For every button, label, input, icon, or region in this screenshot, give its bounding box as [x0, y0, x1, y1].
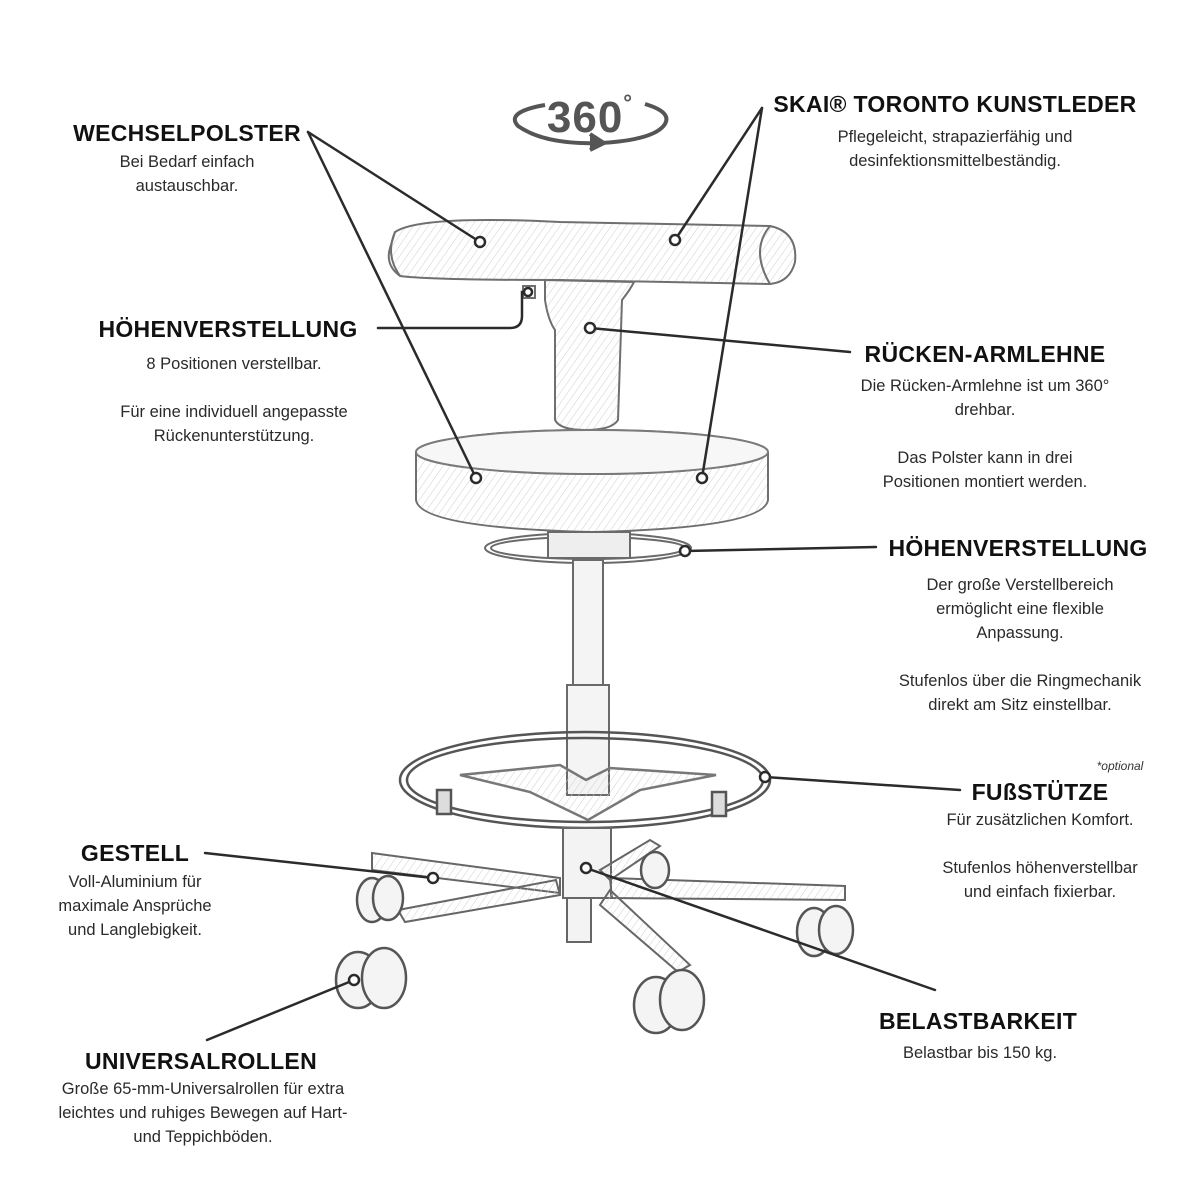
- label-ruecken-armlehne-desc: Die Rücken-Armlehne ist um 360° drehbar.…: [860, 377, 1110, 491]
- chair-base: [371, 827, 846, 974]
- backrest: [387, 218, 797, 286]
- label-skai-title: SKAI® TORONTO KUNSTLEDER: [773, 91, 1137, 117]
- label-skai-desc: Pflegeleicht, strapazierfähig und desinf…: [837, 128, 1073, 170]
- label-universalrollen-desc: Große 65-mm-Universalrollen für extra le…: [58, 1080, 348, 1146]
- label-fussstuetze-desc: Für zusätzlichen Komfort. Stufenlos höhe…: [942, 811, 1138, 901]
- label-belastbarkeit-desc: Belastbar bis 150 kg.: [902, 1044, 1058, 1062]
- rotation-arrow-icon: [512, 102, 669, 152]
- label-universalrollen-title: UNIVERSALROLLEN: [85, 1048, 317, 1074]
- seat: [415, 429, 769, 534]
- callout-dots: [347, 233, 772, 987]
- rotation-360-badge: 360°: [546, 90, 634, 143]
- badge-number: 360: [546, 93, 624, 142]
- label-wechselpolster-desc: Bei Bedarf einfach austauschbar.: [119, 153, 255, 195]
- label-belastbarkeit-title: BELASTBARKEIT: [878, 1008, 1078, 1034]
- label-fussstuetze-title: FUßSTÜTZE: [971, 779, 1109, 805]
- label-hoehenverstellung-seat-desc: Der große Verstellbereich ermöglicht ein…: [898, 576, 1142, 714]
- label-hoehenverstellung-seat-title: HÖHENVERSTELLUNG: [888, 535, 1148, 561]
- backrest-column: [522, 278, 636, 432]
- label-hoehenverstellung-backrest-title: HÖHENVERSTELLUNG: [98, 316, 358, 342]
- callout-lines: [203, 106, 962, 1042]
- label-hoehenverstellung-backrest-desc: 8 Positionen verstellbar. Für eine indiv…: [120, 355, 348, 445]
- seat-ring-mechanism: [484, 531, 692, 564]
- label-gestell-title: GESTELL: [80, 840, 190, 866]
- label-wechselpolster-title: WECHSELPOLSTER: [73, 120, 301, 146]
- label-gestell-desc: Voll-Aluminium für maximale Ansprüche un…: [58, 873, 212, 939]
- gas-spring: [566, 559, 610, 796]
- label-fussstuetze-optional-note: *optional: [1096, 759, 1144, 773]
- label-ruecken-armlehne-title: RÜCKEN-ARMLEHNE: [864, 341, 1106, 367]
- badge-degree: °: [623, 90, 634, 116]
